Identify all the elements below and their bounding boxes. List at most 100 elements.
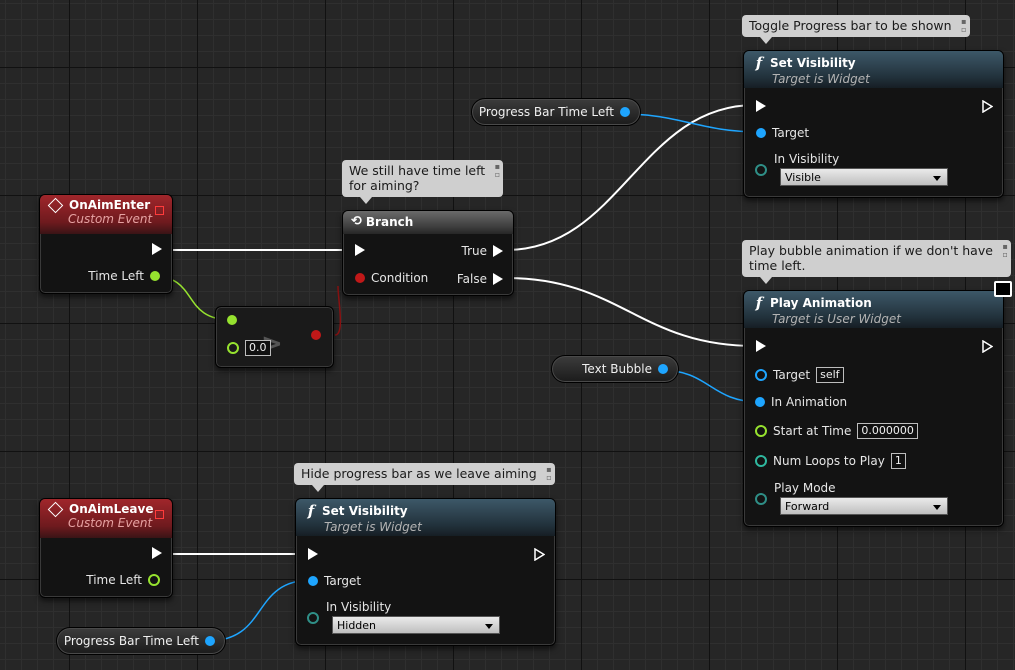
object-pin-icon[interactable] [658, 364, 668, 374]
comment-hide-progress[interactable]: Hide progress bar as we leave aiming ▪▫ [294, 463, 555, 492]
target-pin[interactable]: Target [308, 574, 361, 588]
progress-bar-variable-top[interactable]: Progress Bar Time Left [471, 98, 641, 126]
greater-than-node[interactable]: > 0.0 [215, 306, 334, 368]
in-visibility-pin[interactable] [307, 612, 319, 624]
pin-label: Condition [371, 271, 429, 285]
float-pin-icon [150, 271, 160, 281]
exec-hollow-arrow-icon [534, 548, 545, 561]
exec-in-pin[interactable] [756, 340, 766, 352]
function-icon: f [755, 294, 763, 312]
pin-icon[interactable]: ▪▫ [961, 17, 967, 34]
object-pin-icon[interactable] [620, 107, 630, 117]
text-bubble-variable[interactable]: Text Bubble [551, 355, 679, 383]
comment-text: Toggle Progress bar to be shown [749, 18, 952, 33]
exec-out-pin[interactable] [534, 548, 545, 561]
enum-pin-icon [755, 493, 767, 505]
compare-output[interactable] [311, 330, 321, 340]
pin-label: Time Left [86, 573, 142, 587]
pin-icon[interactable]: ▪▫ [494, 162, 501, 179]
variable-label: Progress Bar Time Left [63, 634, 199, 648]
exec-out-pin[interactable] [152, 243, 162, 255]
target-pin[interactable]: Target self [755, 367, 844, 383]
object-pin-icon [308, 576, 318, 586]
target-pin[interactable]: Target [756, 126, 809, 140]
event-diamond-icon [47, 501, 64, 517]
exec-hollow-arrow-icon [982, 100, 993, 113]
object-pin-icon [756, 128, 766, 138]
delegate-pin-icon[interactable] [155, 206, 164, 215]
exec-arrow-icon [152, 547, 162, 559]
node-title: Branch [365, 214, 414, 229]
pin-label: In Animation [771, 395, 848, 409]
exec-wire-true-setvis [505, 104, 756, 251]
target-value-field[interactable]: self [816, 367, 844, 383]
play-mode-label: Play Mode [774, 481, 836, 495]
num-loops-pin[interactable]: Num Loops to Play 1 [755, 453, 906, 469]
delegate-pin-icon[interactable] [155, 510, 164, 519]
chevron-down-icon [933, 505, 941, 510]
float-pin-icon [227, 315, 237, 325]
exec-out-pin[interactable] [982, 100, 993, 113]
visibility-dropdown[interactable]: Hidden [332, 616, 500, 634]
in-animation-pin[interactable]: In Animation [755, 395, 847, 409]
float-pin-icon [148, 574, 160, 586]
bool-pin-icon [355, 273, 365, 283]
compare-value-field[interactable]: 0.0 [245, 340, 271, 356]
play-mode-dropdown[interactable]: Forward [780, 497, 948, 515]
time-left-pin[interactable]: Time Left [88, 269, 160, 283]
visibility-dropdown[interactable]: Visible [780, 168, 948, 186]
branch-node[interactable]: ⟲Branch Condition True False [342, 210, 514, 296]
compare-input-a[interactable] [227, 315, 237, 325]
pin-label: Target [773, 368, 811, 382]
on-aim-leave-node[interactable]: OnAimLeave Custom Event Time Left [39, 498, 173, 598]
exec-in-pin[interactable] [355, 244, 365, 256]
exec-out-pin[interactable] [152, 547, 162, 559]
node-title: Set Visibility [770, 56, 856, 70]
node-subtitle: Target is User Widget [772, 312, 901, 326]
in-visibility-pin[interactable] [755, 164, 767, 176]
monitor-icon [994, 281, 1012, 297]
start-at-time-pin[interactable]: Start at Time 0.000000 [755, 423, 918, 439]
comment-toggle-progress[interactable]: Toggle Progress bar to be shown ▪▫ [742, 15, 970, 44]
branch-icon: ⟲ [351, 214, 362, 229]
true-pin[interactable]: True [462, 244, 503, 258]
comment-play-bubble[interactable]: Play bubble animation if we don't have t… [742, 240, 1011, 284]
exec-wire-false-playanim [505, 277, 756, 347]
exec-arrow-icon [493, 245, 503, 257]
on-aim-enter-node[interactable]: OnAimEnter Custom Event Time Left [39, 194, 173, 294]
pin-icon[interactable]: ▪▫ [546, 465, 552, 482]
object-pin-icon[interactable] [205, 636, 215, 646]
function-icon: f [755, 54, 763, 72]
time-left-pin[interactable]: Time Left [86, 573, 160, 587]
exec-in-pin[interactable] [756, 100, 766, 112]
exec-hollow-arrow-icon [982, 340, 993, 353]
exec-in-pin[interactable] [308, 548, 318, 560]
comment-text-line2: for aiming? [349, 178, 420, 193]
node-subtitle: Custom Event [68, 516, 153, 530]
object-pin-icon [755, 397, 765, 407]
comment-time-left[interactable]: We still have time left for aiming? ▪▫ [342, 160, 504, 204]
play-mode-pin[interactable] [755, 493, 767, 505]
variable-label: Progress Bar Time Left [478, 105, 614, 119]
dropdown-value: Hidden [337, 619, 377, 632]
compare-input-b[interactable]: 0.0 [227, 340, 271, 356]
progress-bar-variable-bottom[interactable]: Progress Bar Time Left [56, 627, 226, 655]
node-subtitle: Target is Widget [772, 72, 870, 86]
condition-pin[interactable]: Condition [355, 271, 428, 285]
pin-icon[interactable]: ▪▫ [1002, 242, 1008, 259]
num-loops-field[interactable]: 1 [890, 453, 906, 469]
event-diamond-icon [47, 197, 64, 213]
node-title: OnAimEnter [69, 198, 151, 212]
start-time-field[interactable]: 0.000000 [857, 423, 918, 439]
int-pin-icon [755, 455, 767, 467]
false-pin[interactable]: False [457, 272, 503, 286]
exec-arrow-icon [152, 243, 162, 255]
float-pin-icon [227, 342, 239, 354]
object-wire-progressbar-target [623, 113, 761, 133]
pin-label: Target [324, 574, 362, 588]
exec-out-pin[interactable] [982, 340, 993, 353]
pin-label: Target [772, 126, 810, 140]
